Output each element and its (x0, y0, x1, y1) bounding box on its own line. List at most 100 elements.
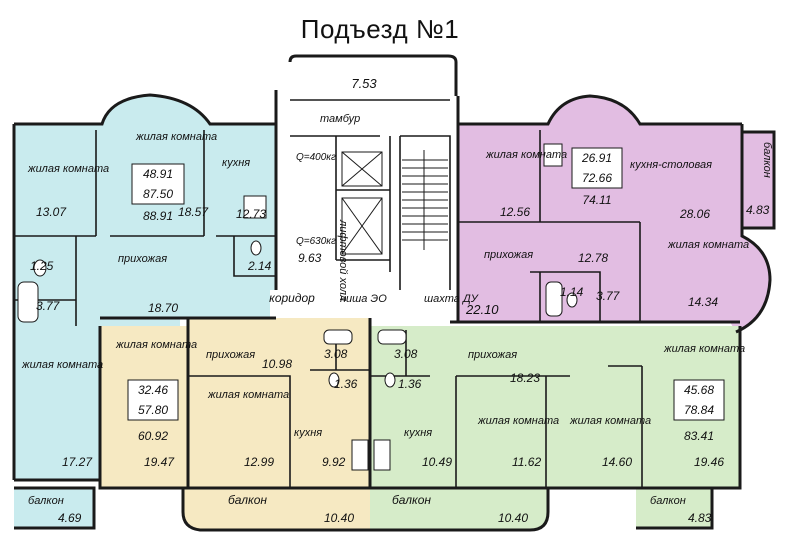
shaft-label: шахта ДУ (424, 293, 479, 305)
corridor-area: 22.10 (465, 302, 499, 317)
balcony-green2-fill (636, 488, 712, 528)
purple-kitchen-area: 28.06 (679, 207, 710, 221)
yellow-balcony-area: 10.40 (324, 511, 354, 525)
purple-living2-label: жилая комната (667, 239, 749, 251)
bathtub-icon (17, 281, 563, 345)
apartment-green-fill[interactable] (370, 326, 740, 488)
yellow-kitchen-area: 9.92 (322, 455, 346, 469)
yellow-hall-label: прихожая (206, 349, 255, 361)
green-living1-label: жилая комната (477, 415, 559, 427)
stair-top-area: 7.53 (351, 76, 377, 91)
elevator-large-icon (341, 197, 383, 255)
blue-kitchen-area: 12.73 (236, 207, 266, 221)
blue-area-box (131, 163, 185, 205)
purple-living-total: 26.91 (581, 151, 612, 165)
outer-wall-stair (288, 54, 458, 96)
purple-balcony-area: 4.83 (746, 203, 770, 217)
purple-hall-label: прихожая (484, 249, 533, 261)
yellow-balcony-label: балкон (228, 493, 267, 507)
purple-kitchen-label: кухня-столовая (630, 159, 712, 171)
blue-living2-area: 18.57 (178, 205, 209, 219)
lift-hall-label: лифтовой холл (337, 219, 349, 301)
balcony-purple-fill (742, 132, 774, 228)
blue-balcony-area: 4.69 (58, 511, 82, 525)
outer-wall-blue (14, 93, 276, 126)
blue-living3-label: жилая комната (21, 359, 103, 371)
yellow-hall-area: 10.98 (262, 357, 292, 371)
balcony-yellow-fill (183, 488, 370, 530)
toilet-icon (33, 240, 578, 388)
yellow-living1-label: жилая комната (115, 339, 197, 351)
purple-balcony-label: балкон (761, 142, 773, 178)
green-living2-label: жилая комната (569, 415, 651, 427)
lift-hall-area: 9.63 (298, 251, 322, 265)
green-living2-area: 14.60 (602, 455, 632, 469)
green-balcony2-label: балкон (650, 495, 686, 507)
blue-hall-area: 18.70 (148, 301, 178, 315)
niche-label: ниша ЭО (340, 293, 387, 305)
purple-living1-label: жилая комната (485, 149, 567, 161)
purple-total-balcony: 74.11 (582, 193, 611, 207)
green-balcony1-area: 10.40 (498, 511, 528, 525)
green-bath-area: 3.08 (394, 347, 418, 361)
elevator-small-label: Q=400кг (296, 152, 336, 163)
green-hall-label: прихожая (468, 349, 517, 361)
green-living3-label: жилая комната (663, 343, 745, 355)
blue-living1-label: жилая комната (27, 163, 109, 175)
blue-total-balcony: 88.91 (143, 209, 173, 223)
yellow-living1-area: 19.47 (144, 455, 175, 469)
green-total-balcony: 83.41 (684, 429, 714, 443)
yellow-total-balcony: 60.92 (138, 429, 168, 443)
elevator-small-icon (341, 151, 383, 187)
green-balcony2-area: 4.83 (688, 511, 712, 525)
green-kitchen-label: кухня (404, 427, 432, 439)
blue-hall-label: прихожая (118, 253, 167, 265)
yellow-wc-area: 1.36 (334, 377, 358, 391)
stove-icon (243, 143, 563, 471)
yellow-living2-label: жилая комната (207, 389, 289, 401)
vestibule-label: тамбур (320, 113, 360, 125)
green-wc-area: 1.36 (398, 377, 422, 391)
blue-wc-area: 2.14 (247, 259, 272, 273)
blue-bath2-area: 3.77 (36, 299, 61, 313)
blue-living-total: 48.91 (143, 167, 173, 181)
page-title: Подъезд №1 (300, 14, 460, 44)
purple-total: 72.66 (582, 171, 612, 185)
staircase (402, 150, 448, 250)
apartment-purple-fill[interactable] (458, 96, 770, 332)
purple-living2-area: 14.34 (688, 295, 718, 309)
green-living1-area: 11.62 (512, 455, 541, 469)
purple-wc-area: 1.14 (560, 285, 584, 299)
yellow-living2-area: 12.99 (244, 455, 274, 469)
green-living-total: 45.68 (684, 383, 714, 397)
yellow-kitchen-label: кухня (294, 427, 322, 439)
balcony-green1-fill (370, 488, 548, 530)
green-living3-area: 19.46 (694, 455, 724, 469)
yellow-area-box (127, 379, 179, 421)
purple-area-box (571, 147, 623, 189)
green-hall-area: 18.23 (510, 371, 540, 385)
green-balcony1-label: балкон (392, 493, 431, 507)
corridor-label: коридор (269, 291, 315, 305)
yellow-living-total: 32.46 (138, 383, 168, 397)
blue-living2-label: жилая комната (135, 131, 217, 143)
purple-living1-area: 12.56 (500, 205, 530, 219)
elevator-large-label: Q=630кг (296, 236, 336, 247)
blue-bath-area: 1.25 (30, 259, 54, 273)
green-total: 78.84 (684, 403, 714, 417)
blue-living3-area: 17.27 (62, 455, 93, 469)
green-kitchen-area: 10.49 (422, 455, 452, 469)
green-area-box (673, 379, 725, 421)
balcony-blue-fill (14, 488, 94, 528)
purple-hall-area: 12.78 (578, 251, 608, 265)
apartment-yellow-fill[interactable] (100, 318, 370, 488)
blue-total: 87.50 (143, 187, 173, 201)
purple-bath-area: 3.77 (596, 289, 621, 303)
yellow-bath-area: 3.08 (324, 347, 348, 361)
yellow-total: 57.80 (138, 403, 168, 417)
blue-kitchen-label: кухня (222, 157, 250, 169)
blue-living1-area: 13.07 (36, 205, 67, 219)
apartment-blue-fill[interactable] (14, 95, 276, 480)
blue-balcony-label: балкон (28, 495, 64, 507)
